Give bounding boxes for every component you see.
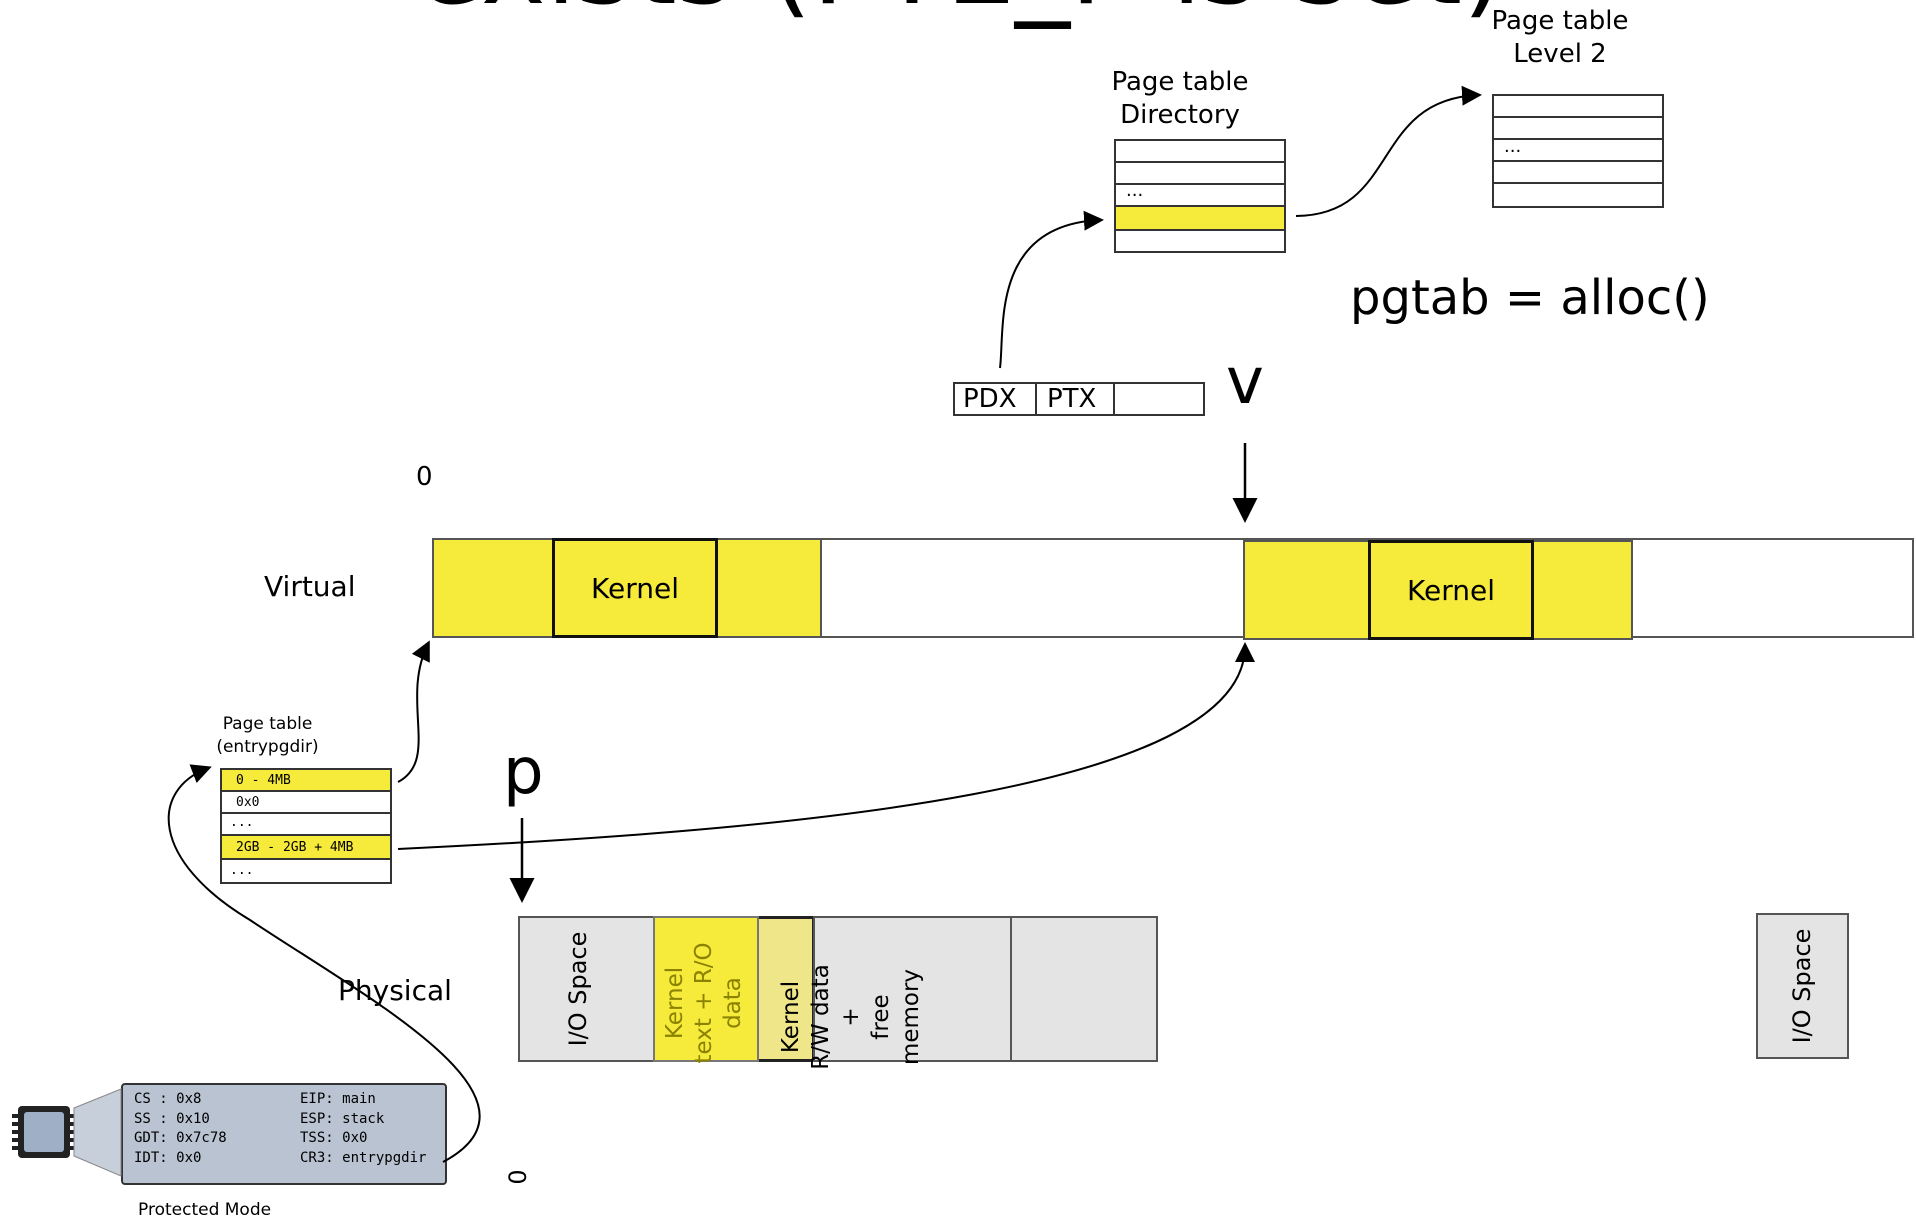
pgtab-row <box>1492 182 1664 208</box>
offset-field <box>1113 382 1205 416</box>
entrypgdir-title-line1: Page table <box>222 714 313 734</box>
pgdir-title: Page table Directory <box>1090 66 1270 132</box>
entrypgdir-title: Page table (entrypgdir) <box>190 713 345 759</box>
virtual-kernel-high-label: Kernel <box>1407 574 1495 607</box>
virtual-kernel-high <box>1368 540 1534 640</box>
virtual-label: Virtual <box>264 570 356 603</box>
cpu-beam <box>73 1088 122 1177</box>
pgdir-row <box>1114 229 1286 253</box>
pgtab-dots: ... <box>1504 136 1522 157</box>
reg-ss: SS : 0x10 <box>134 1110 210 1127</box>
slide-title: exists (PTE_P is set) <box>415 0 1505 40</box>
reg-cs: CS : 0x8 <box>134 1091 202 1107</box>
entrypgdir-row: 0 - 4MB <box>220 768 392 792</box>
pgdir-title-line1: Page table <box>1111 67 1249 97</box>
arrow-entry-to-virtual-low <box>397 640 430 783</box>
pgtab-title: Page table Level 2 <box>1470 5 1650 71</box>
pdx-label: PDX <box>963 384 1017 414</box>
arrow-entry-to-virtual-high <box>397 642 1255 850</box>
entrypgdir-row-text: 0 - 4MB <box>236 773 291 788</box>
entrypgdir-row-text: 2GB - 2GB + 4MB <box>236 840 354 855</box>
entrypgdir-row-text: ... <box>230 863 254 878</box>
physical-io-space <box>518 916 656 1062</box>
cpu-panel <box>121 1083 447 1185</box>
reg-cr3: CR3: entrypgdir <box>300 1149 427 1166</box>
reg-gdt: GDT: 0x7c78 <box>134 1130 227 1146</box>
physical-kernel-text-inner <box>653 916 759 1062</box>
entrypgdir-title-line2: (entrypgdir) <box>216 737 319 757</box>
virtual-kernel-low-label: Kernel <box>591 572 679 605</box>
v-label: v <box>1226 345 1264 419</box>
p-label: p <box>503 735 544 809</box>
arrow-cr3-to-entrypgdir <box>167 764 481 1163</box>
arrow-pdx-to-pgdir <box>999 210 1104 369</box>
ptx-label: PTX <box>1047 384 1097 414</box>
reg-tss: TSS: 0x0 <box>300 1130 368 1146</box>
physical-io-space-high <box>1756 913 1849 1059</box>
pgtab-title-line2: Level 2 <box>1513 39 1607 69</box>
physical-upper-region <box>1010 916 1158 1062</box>
alloc-text: pgtab = alloc() <box>1350 270 1710 326</box>
cpu-regs-right: EIP: main ESP: stack TSS: 0x0 CR3: entry… <box>300 1090 426 1168</box>
cpu-regs-left: CS : 0x8 SS : 0x10 GDT: 0x7c78 IDT: 0x0 <box>134 1090 227 1168</box>
pgdir-title-line2: Directory <box>1120 100 1240 130</box>
entrypgdir-row-text: 0x0 <box>236 795 260 810</box>
pgtab-title-line1: Page table <box>1491 6 1629 36</box>
arrow-pgdir-to-pgtab <box>1295 85 1482 217</box>
entrypgdir-row: ... <box>220 858 392 884</box>
reg-esp: ESP: stack <box>300 1110 385 1127</box>
reg-idt: IDT: 0x0 <box>134 1149 202 1166</box>
reg-eip: EIP: main <box>300 1091 376 1107</box>
pgdir-dots: ... <box>1126 180 1144 201</box>
chip-icon-svg <box>12 1106 76 1158</box>
entrypgdir-row-text: ... <box>230 815 254 830</box>
virtual-kernel-low <box>552 538 718 638</box>
virtual-zero-label: 0 <box>416 462 433 492</box>
cpu-chip-icon <box>12 1100 76 1164</box>
